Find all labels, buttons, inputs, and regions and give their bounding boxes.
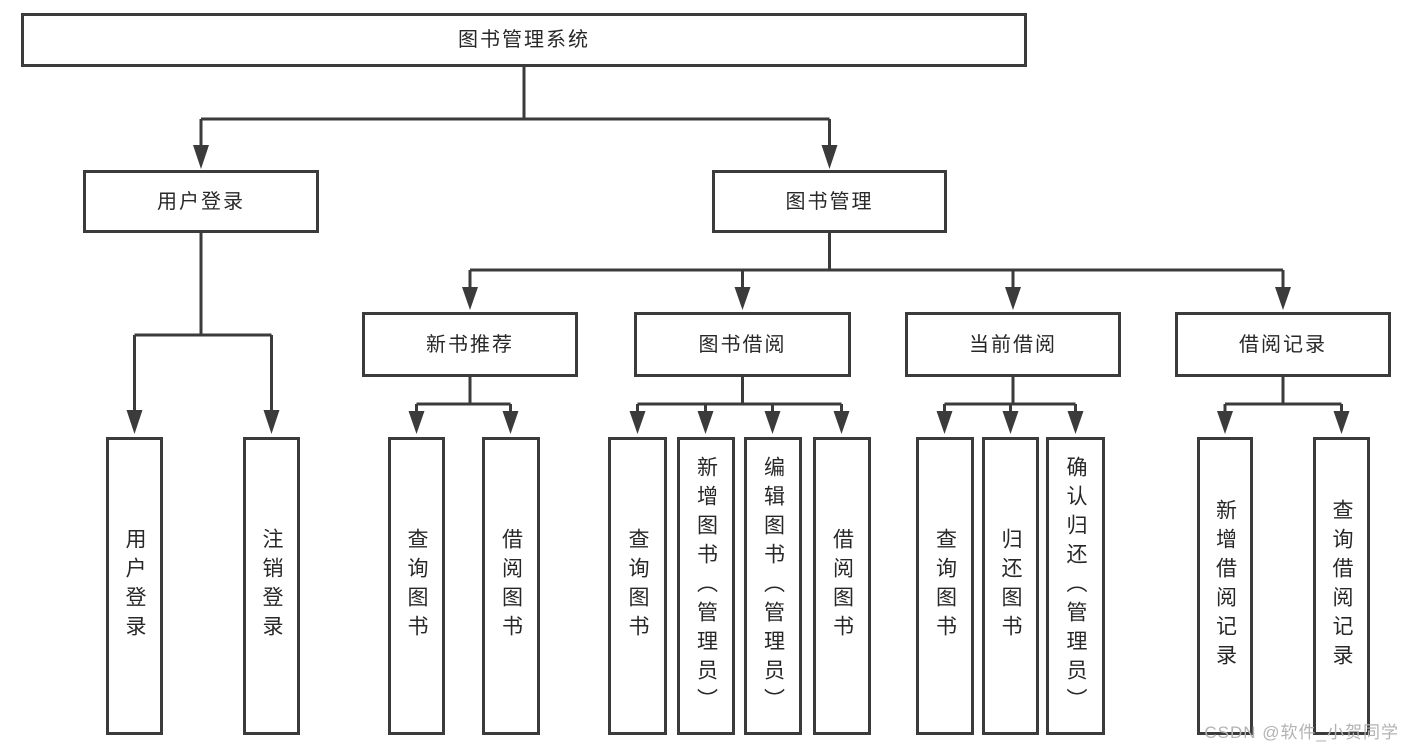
node-label: 图书借阅 [698,333,787,356]
leaf-query-borrow-record: 查询借阅记录 [1313,437,1370,735]
node-borrowing-records: 借阅记录 [1175,312,1391,377]
node-book-borrowing: 图书借阅 [634,312,851,377]
node-label: 注销登录 [260,528,283,644]
node-label: 借阅图书 [830,528,854,644]
node-label: 新增借阅记录 [1213,499,1237,673]
node-user-login: 用户登录 [83,170,319,233]
node-book-management: 图书管理 [712,170,947,233]
node-label: 新书推荐 [426,333,514,356]
node-label: 查询图书 [626,528,649,644]
node-label: 新增图书（管理员） [694,455,718,717]
node-current-borrowing: 当前借阅 [905,312,1121,377]
leaf-borrow-books: 借阅图书 [482,437,540,735]
leaf-add-book-admin: 新增图书（管理员） [677,437,735,735]
leaf-query-books-3: 查询图书 [916,437,974,735]
leaf-confirm-return-admin: 确认归还（管理员） [1046,437,1105,735]
node-new-book-recommendation: 新书推荐 [362,312,578,377]
leaf-borrow-books-2: 借阅图书 [813,437,871,735]
leaf-add-borrow-record: 新增借阅记录 [1197,437,1253,735]
node-label: 图书管理 [785,190,874,213]
node-label: 查询图书 [933,528,957,644]
leaf-logout: 注销登录 [243,437,300,735]
node-label: 当前借阅 [969,333,1057,356]
node-label: 用户登录 [157,190,245,213]
leaf-return-book: 归还图书 [982,437,1039,735]
leaf-edit-book-admin: 编辑图书（管理员） [744,437,802,735]
node-label: 编辑图书（管理员） [761,455,785,717]
leaf-query-books: 查询图书 [388,437,445,735]
node-label: 查询图书 [405,528,428,644]
node-label: 查询借阅记录 [1330,499,1353,673]
node-library-system: 图书管理系统 [21,13,1027,67]
csdn-watermark: CSDN @软件_小贺同学 [1204,723,1399,742]
node-label: 确认归还（管理员） [1064,455,1087,717]
node-label: 借阅记录 [1239,333,1327,356]
leaf-user-login: 用户登录 [106,437,163,735]
node-label: 归还图书 [999,528,1022,644]
node-label: 用户登录 [123,528,146,644]
node-label: 图书管理系统 [458,29,590,51]
node-label: 借阅图书 [499,528,523,644]
leaf-query-books-2: 查询图书 [608,437,667,735]
